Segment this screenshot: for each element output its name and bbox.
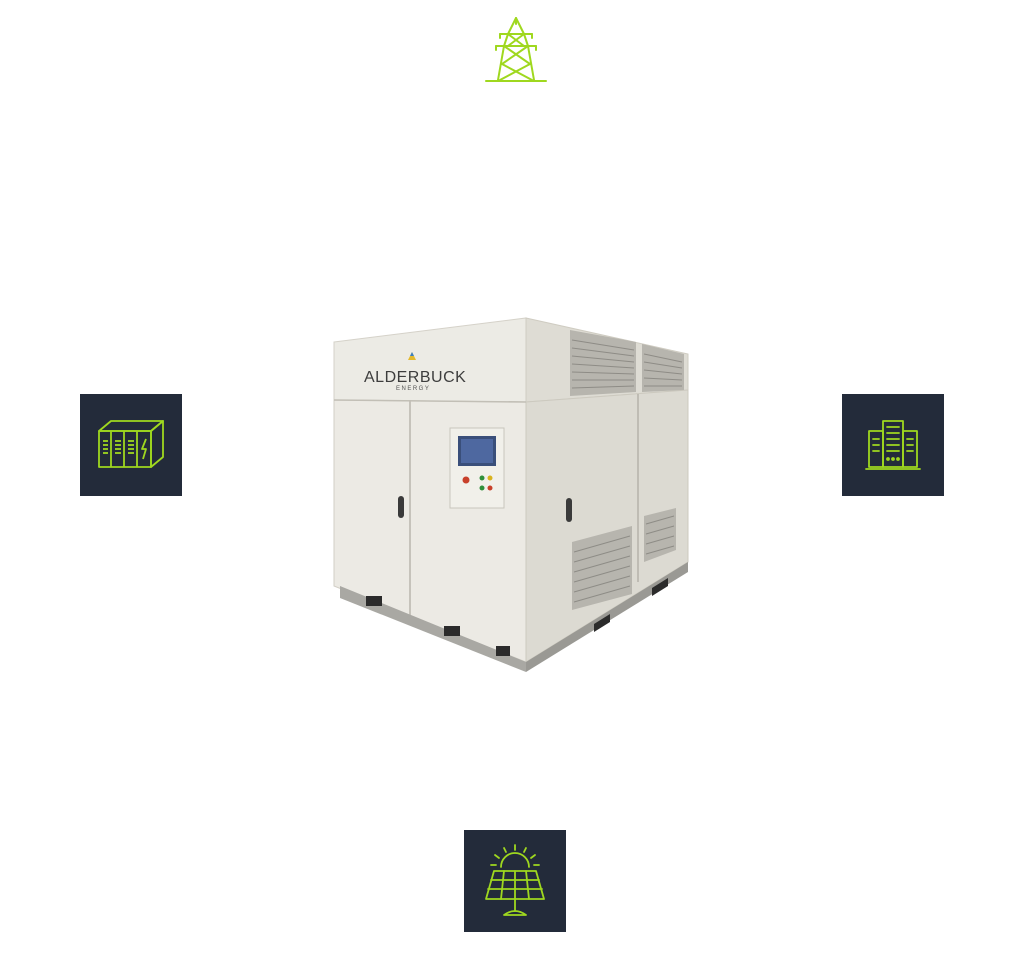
solar-panel-tile (464, 830, 566, 932)
commercial-building-tile (842, 394, 944, 496)
commercial-building-icon (865, 420, 921, 470)
transmission-tower-icon (484, 16, 548, 84)
energy-storage-cabinet-image: ALDERBUCK ENERGY (326, 310, 696, 676)
brand-logo-text: ALDERBUCK (364, 369, 466, 386)
solar-panel-icon (485, 844, 545, 916)
battery-container-icon (98, 420, 164, 468)
brand-logo-subtext: ENERGY (396, 386, 430, 392)
battery-container-tile (80, 394, 182, 496)
